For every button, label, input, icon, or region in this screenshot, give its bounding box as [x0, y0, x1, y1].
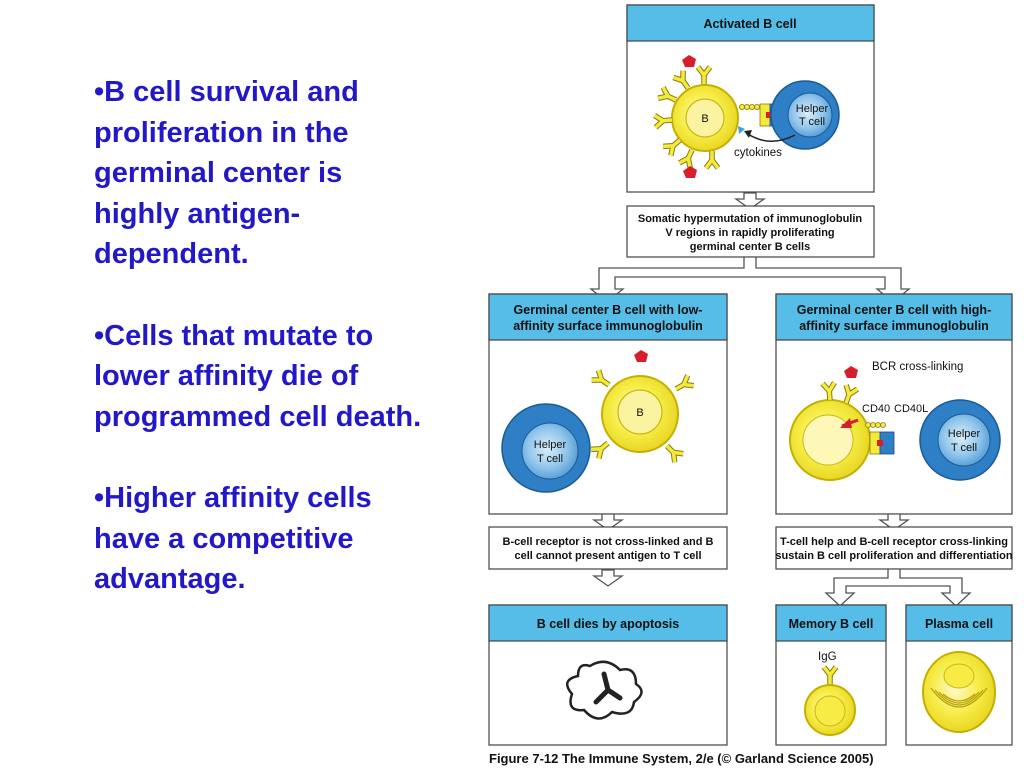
activated-title: Activated B cell [703, 17, 796, 31]
activated-b-cell-panel: Activated B cell B [626, 4, 875, 193]
high-helper-2: T cell [951, 442, 977, 454]
cd40-label: CD40 [862, 403, 890, 415]
b-cell: B [591, 370, 694, 462]
memory-title: Memory B cell [789, 617, 874, 631]
bullet-list: •B cell survival and proliferation in th… [94, 72, 424, 600]
cd40l-label: CD40L [894, 403, 928, 415]
bullet-1: •B cell survival and proliferation in th… [94, 76, 359, 270]
low-helper-1: Helper [534, 439, 567, 451]
high-affinity-panel: Germinal center B cell with high- affini… [775, 293, 1013, 515]
antigen-marker [683, 166, 697, 178]
step1-line3: germinal center B cells [690, 241, 810, 253]
cytokine-arrowhead [744, 130, 752, 138]
hypermutation-step: Somatic hypermutation of immunoglobulin … [626, 205, 875, 258]
arrow-down [593, 569, 623, 587]
cd40-beads [865, 422, 886, 428]
igg-label: IgG [818, 651, 837, 663]
high-title-2: affinity surface immunoglobulin [799, 319, 989, 333]
step1-line2: V regions in rapidly proliferating [665, 227, 834, 239]
high-step-2: sustain B cell proliferation and differe… [775, 550, 1012, 562]
apoptosis-title: B cell dies by apoptosis [537, 617, 679, 631]
high-affinity-step: T-cell help and B-cell receptor cross-li… [775, 526, 1013, 570]
low-step-1: B-cell receptor is not cross-linked and … [503, 536, 714, 548]
b-cell-label: B [701, 113, 708, 125]
b-cell: B [655, 55, 739, 178]
cd40-beads [739, 104, 761, 111]
antigen-marker [844, 366, 858, 378]
helper-t-cell: Helper T cell [919, 399, 1001, 481]
step1-line1: Somatic hypermutation of immunoglobulin [638, 213, 863, 225]
cytokine-marker [738, 126, 745, 134]
plasma-title: Plasma cell [925, 617, 993, 631]
branch-arrow [589, 256, 911, 303]
cytokine-arrow [747, 133, 796, 142]
helper-t-cell: Helper T cell [770, 80, 840, 150]
helper-label-2: T cell [799, 116, 825, 128]
low-b-label: B [636, 407, 643, 419]
low-affinity-step: B-cell receptor is not cross-linked and … [488, 526, 728, 570]
low-step-2: cell cannot present antigen to T cell [514, 550, 701, 562]
low-helper-2: T cell [537, 453, 563, 465]
low-affinity-panel: Germinal center B cell with low- affinit… [488, 293, 728, 515]
high-helper-1: Helper [948, 428, 981, 440]
helper-label-1: Helper [796, 103, 829, 115]
antigen-marker [682, 55, 696, 67]
cytokines-label: cytokines [734, 147, 782, 159]
b-cell [789, 366, 871, 481]
bcr-label: BCR cross-linking [872, 361, 963, 373]
bullet-3: •Higher affinity cells have a competitiv… [94, 482, 372, 595]
high-title-1: Germinal center B cell with high- [797, 303, 991, 317]
apoptosis-panel: B cell dies by apoptosis [488, 604, 728, 746]
helper-t-cell: Helper T cell [501, 403, 591, 493]
antigen-marker [634, 350, 648, 362]
low-title-1: Germinal center B cell with low- [514, 303, 703, 317]
low-title-2: affinity surface immunoglobulin [513, 319, 703, 333]
bullet-2: •Cells that mutate to lower affinity die… [94, 319, 422, 433]
memory-b-cell-panel: Memory B cell IgG [775, 604, 887, 746]
plasma-cell-panel: Plasma cell [905, 604, 1013, 746]
split-arrow [824, 568, 972, 607]
high-step-1: T-cell help and B-cell receptor cross-li… [780, 536, 1008, 548]
figure-caption: Figure 7-12 The Immune System, 2/e (© Ga… [489, 751, 874, 766]
mhc-tcr-contact [869, 431, 895, 455]
